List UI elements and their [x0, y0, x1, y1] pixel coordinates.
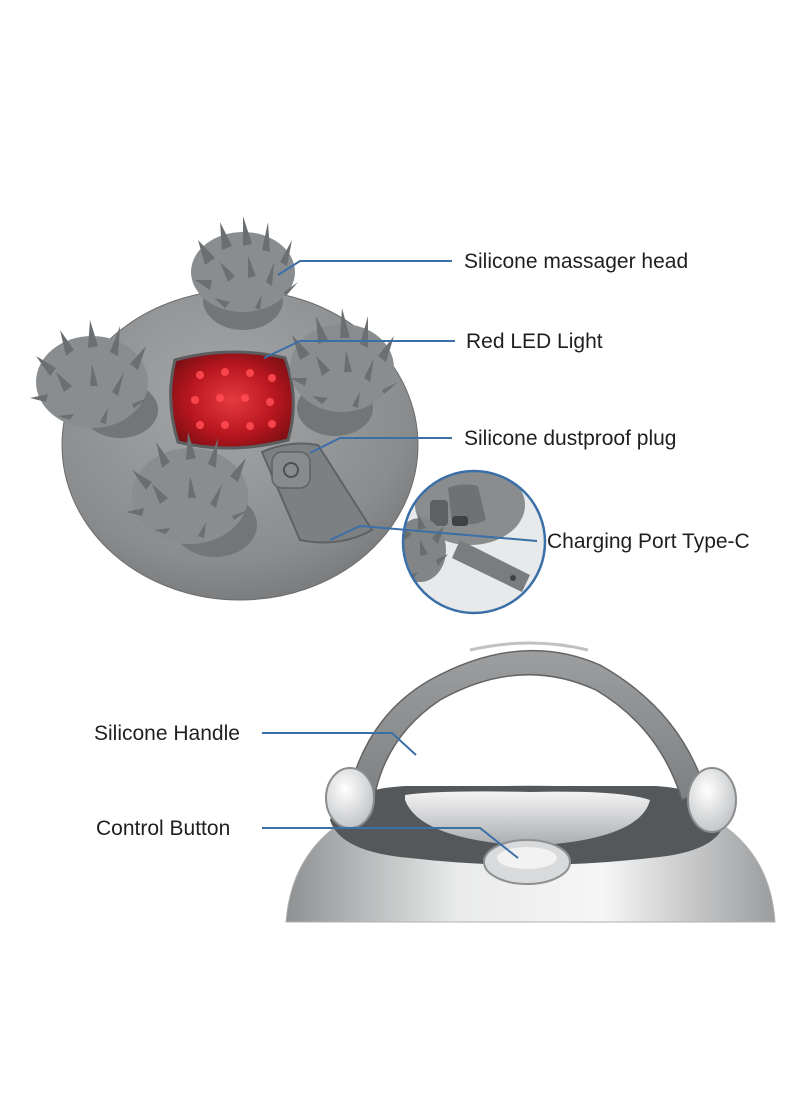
- dustproof-plug: [260, 442, 374, 544]
- massager-head-bottom: [126, 432, 257, 557]
- leader-line-button: [262, 827, 519, 859]
- massager-head-right: [290, 308, 398, 436]
- leader-line-plug: [309, 437, 452, 454]
- leader-line-port: [329, 524, 538, 542]
- red-led-panel: [169, 350, 295, 450]
- handle-caps: [325, 767, 737, 833]
- control-button-shape: [483, 839, 571, 885]
- label-red-led-light: Red LED Light: [466, 330, 603, 353]
- leader-line-led: [263, 340, 455, 359]
- label-charging-port: Charging Port Type-C: [547, 530, 750, 553]
- charging-port-zoom: [401, 469, 547, 615]
- label-silicone-handle: Silicone Handle: [94, 722, 240, 745]
- label-silicone-dustproof-plug: Silicone dustproof plug: [464, 427, 677, 450]
- label-control-button: Control Button: [96, 817, 231, 840]
- leader-line-handle: [262, 732, 417, 756]
- leader-lines: [262, 260, 538, 859]
- massager-head-left: [30, 320, 158, 438]
- massager-head-top: [191, 216, 298, 330]
- label-silicone-massager-head: Silicone massager head: [464, 250, 689, 273]
- leader-line-head: [277, 260, 452, 276]
